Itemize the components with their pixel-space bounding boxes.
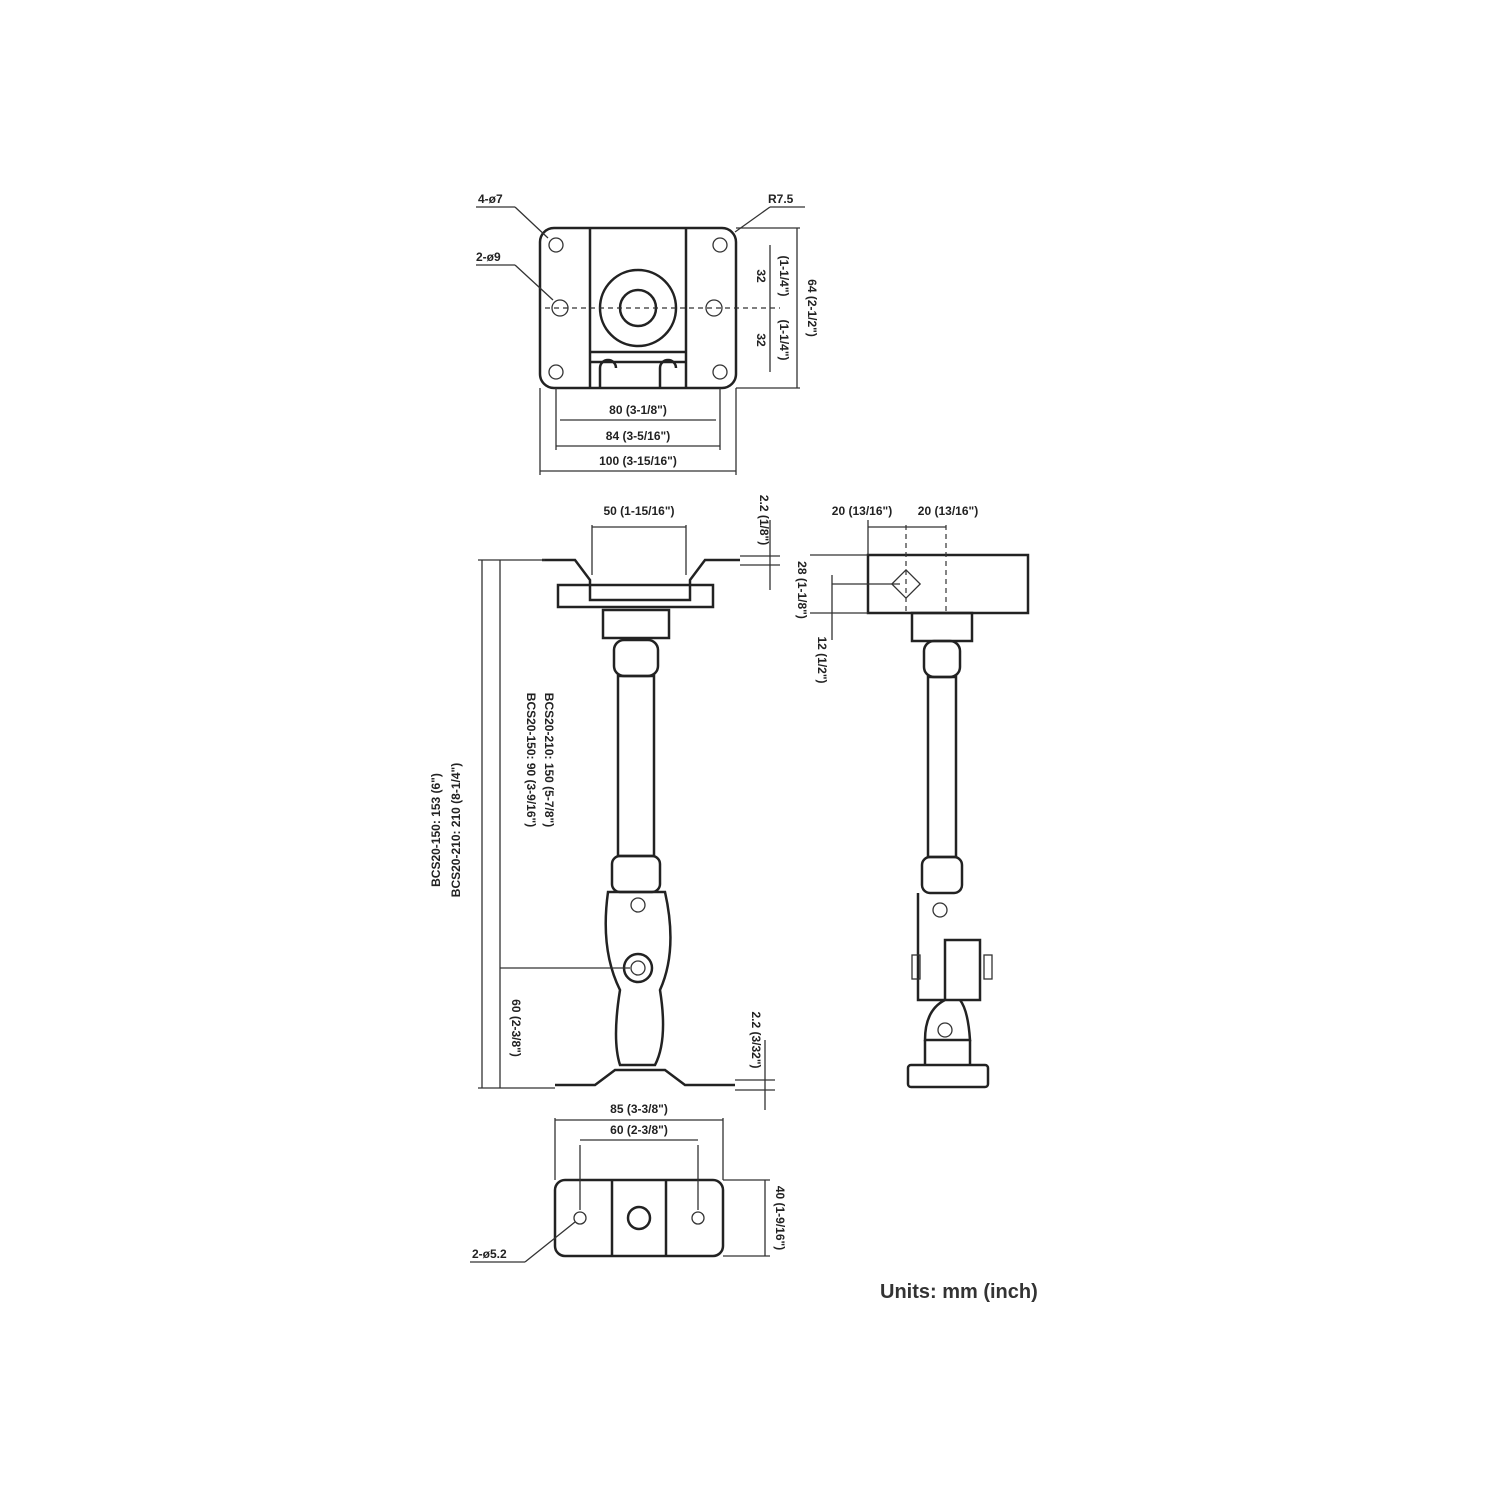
top-thickness-label: 2.2 (1/8") [757,495,771,545]
bottom-height: 40 (1-9/16") [773,1186,787,1250]
pivot-length-210: BCS20-210: 150 (5-7/8") [542,693,556,827]
bottom-hole-spacing: 60 (2-3/8") [610,1123,668,1137]
v-dim-upper: 32 [754,269,768,283]
v-dim-upper-inch: (1-1/4") [777,255,791,296]
h-dim-84: 84 (3-5/16") [606,429,670,443]
total-length-150: BCS20-150: 153 (6") [429,773,443,887]
side-view: 20 (13/16") 20 (13/16") 28 (1-1/8") 12 (… [795,504,1030,1089]
corner-hole-label: 4-ø7 [478,192,503,206]
total-length-210: BCS20-210: 210 (8-1/4") [449,763,463,897]
v-dim-total: 64 (2-1/2") [805,279,819,337]
top-view: 4-ø7 2-ø9 R7.5 32 32 (1-1/4") (1-1/4") 6… [476,192,819,475]
bottom-holes-label: 2-ø5.2 [472,1247,507,1261]
side-offset-label: 12 (1/2") [815,636,829,683]
v-dim-lower-inch: (1-1/4") [777,319,791,360]
units-note: Units: mm (inch) [880,1281,1038,1303]
front-view: 50 (1-15/16") 2.2 (1/8") BCS20-150: 153 … [429,495,780,1110]
base-thickness-label: 2.2 (3/32") [749,1011,763,1068]
side-hole-label: 2-ø9 [476,250,501,264]
bottom-outer-width: 85 (3-3/8") [610,1102,668,1116]
side-width-right: 20 (13/16") [918,504,978,518]
side-width-left: 20 (13/16") [832,504,892,518]
h-dim-100: 100 (3-15/16") [599,454,677,468]
v-dim-lower: 32 [754,333,768,347]
top-width-label: 50 (1-15/16") [603,504,674,518]
pivot-length-150: BCS20-150: 90 (3-9/16") [524,693,538,827]
bottom-view: 85 (3-3/8") 60 (2-3/8") 40 (1-9/16") 2-ø… [470,1102,787,1263]
radius-label: R7.5 [768,192,794,206]
h-dim-80: 80 (3-1/8") [609,403,667,417]
side-height-label: 28 (1-1/8") [795,561,809,619]
pivot-to-base-label: 60 (2-3/8") [509,999,523,1057]
mounting-hole-icon [548,237,728,380]
